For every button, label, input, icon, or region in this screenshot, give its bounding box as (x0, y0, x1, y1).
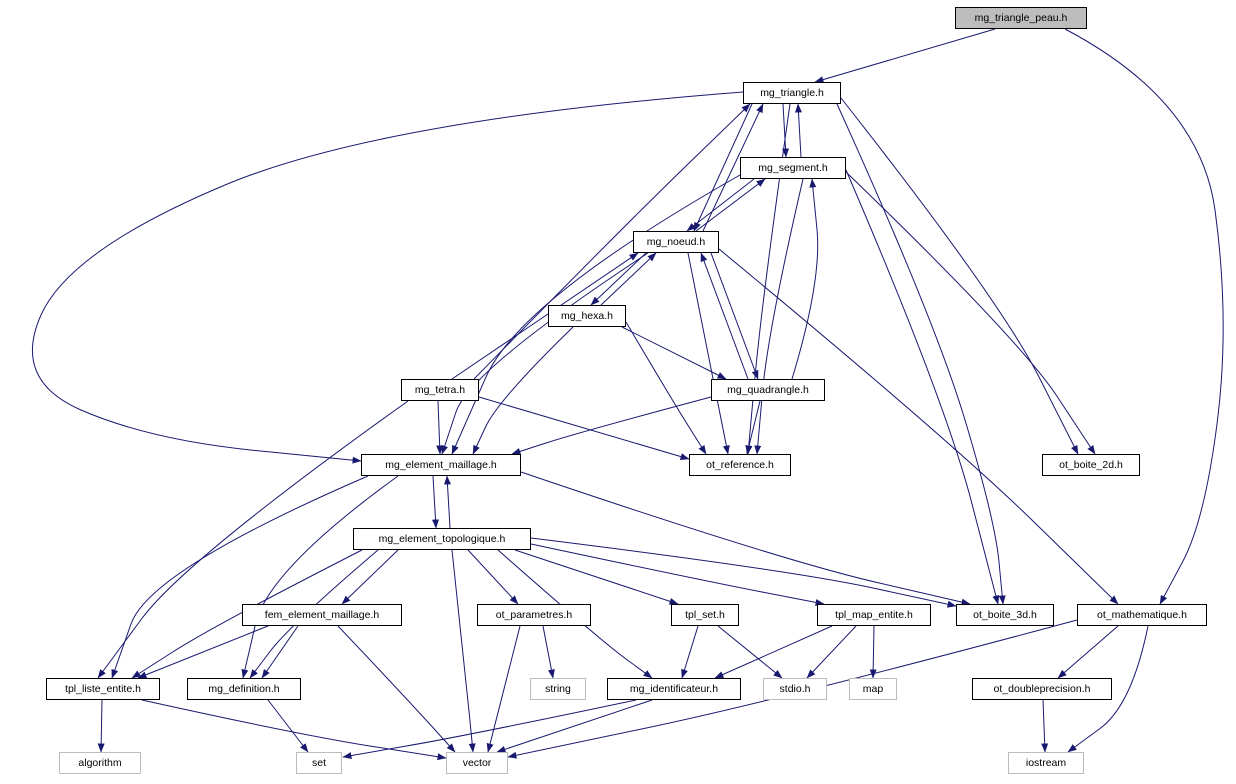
node-algorithm: algorithm (59, 752, 141, 774)
edge-mg_noeud-mg_element_maillage (441, 252, 649, 455)
edge-mg_element_topologique-mg_identificateur (497, 549, 653, 679)
edge-mg_tetra-tpl_liste_entite (97, 400, 409, 679)
edge-mg_triangle_peau-ot_mathematique (1064, 28, 1224, 605)
edge-ot_parametres-vector (486, 625, 521, 753)
edge-mg_triangle-mg_noeud (693, 103, 753, 232)
edge-ot_parametres-string (542, 625, 555, 679)
node-ot_doubleprecision[interactable]: ot_doubleprecision.h (972, 678, 1112, 700)
node-tpl_map_entite[interactable]: tpl_map_entite.h (817, 604, 931, 626)
edge-mg_noeud-ot_reference (687, 252, 730, 455)
node-mg_definition[interactable]: mg_definition.h (187, 678, 301, 700)
edge-fem_element_maillage-vector (337, 625, 456, 753)
edge-mg_triangle-ot_boite_3d (836, 103, 1006, 605)
node-mg_element_maillage[interactable]: mg_element_maillage.h (361, 454, 521, 476)
node-stdio: stdio.h (763, 678, 827, 700)
edge-mg_tetra-mg_element_maillage (436, 400, 444, 455)
edge-mg_noeud-mg_segment (695, 178, 766, 232)
edge-mg_tetra-mg_noeud (451, 252, 639, 380)
edge-mg_element_topologique-fem_element_maillage (341, 549, 399, 605)
node-mg_noeud[interactable]: mg_noeud.h (633, 231, 719, 253)
edge-tpl_set-mg_identificateur (681, 625, 699, 679)
node-mg_element_topologique[interactable]: mg_element_topologique.h (353, 528, 531, 550)
node-iostream: iostream (1008, 752, 1084, 774)
edge-ot_doubleprecision-iostream (1041, 699, 1049, 753)
edge-mg_identificateur-set (342, 699, 637, 759)
edge-mg_segment-mg_element_maillage (451, 174, 741, 455)
node-set: set (296, 752, 342, 774)
edge-mg_identificateur-vector (496, 699, 653, 753)
node-mg_tetra[interactable]: mg_tetra.h (401, 379, 479, 401)
edge-mg_element_topologique-tpl_liste_entite (131, 549, 363, 679)
node-string: string (530, 678, 586, 700)
edge-mg_tetra-ot_reference (478, 396, 690, 460)
edge-mg_segment-mg_triangle (794, 103, 802, 158)
edge-mg_element_maillage-tpl_liste_entite (111, 475, 369, 679)
edge-mg_element_topologique-tpl_map_entite (530, 543, 825, 606)
edge-tpl_liste_entite-vector (141, 699, 447, 761)
edge-fem_element_maillage-mg_definition (261, 625, 299, 679)
edge-mg_quadrangle-ot_reference (745, 400, 761, 455)
node-mg_triangle_peau: mg_triangle_peau.h (955, 7, 1087, 29)
edge-mg_triangle-ot_reference (745, 103, 791, 455)
edge-mg_quadrangle-mg_noeud (700, 252, 749, 380)
edge-mg_quadrangle-mg_segment (791, 178, 819, 380)
edge-tpl_map_entite-mg_identificateur (714, 625, 833, 679)
edge-tpl_map_entite-stdio (806, 625, 857, 679)
edge-mg_triangle-mg_element_maillage (32, 91, 744, 464)
edge-mg_noeud-mg_quadrangle (710, 252, 759, 380)
edge-mg_element_maillage-mg_element_topologique (432, 475, 440, 529)
edge-mg_hexa-ot_reference (625, 321, 707, 455)
edge-tpl_set-stdio (717, 625, 783, 679)
edge-mg_element_topologique-tpl_set (514, 549, 679, 605)
node-mg_hexa[interactable]: mg_hexa.h (548, 305, 626, 327)
node-mg_triangle[interactable]: mg_triangle.h (743, 82, 841, 104)
node-tpl_set[interactable]: tpl_set.h (671, 604, 739, 626)
node-map: map (849, 678, 897, 700)
edge-mg_noeud-mg_hexa (590, 252, 647, 306)
node-vector: vector (446, 752, 508, 774)
edge-ot_mathematique-ot_doubleprecision (1057, 625, 1119, 679)
node-ot_reference[interactable]: ot_reference.h (689, 454, 791, 476)
edge-mg_hexa-mg_quadrangle (621, 326, 727, 380)
edge-mg_quadrangle-mg_element_maillage (511, 396, 712, 455)
edge-tpl_map_entite-map (869, 625, 877, 679)
edge-mg_segment-ot_boite_2d (845, 171, 1096, 455)
edge-mg_element_topologique-ot_parametres (467, 549, 519, 605)
edge-fem_element_maillage-tpl_liste_entite (137, 625, 269, 679)
edge-mg_hexa-mg_element_maillage (472, 326, 574, 455)
node-mg_quadrangle[interactable]: mg_quadrangle.h (711, 379, 825, 401)
node-ot_mathematique[interactable]: ot_mathematique.h (1077, 604, 1207, 626)
node-ot_boite_3d[interactable]: ot_boite_3d.h (956, 604, 1054, 626)
edge-mg_segment-ot_reference (754, 178, 804, 455)
edge-mg_element_topologique-mg_element_maillage (443, 475, 451, 529)
edge-mg_tetra-mg_triangle (473, 103, 751, 380)
edge-mg_hexa-mg_noeud (600, 252, 657, 306)
node-mg_segment[interactable]: mg_segment.h (740, 157, 846, 179)
edge-mg_noeud-mg_triangle (702, 103, 764, 232)
edge-mg_definition-set (267, 699, 309, 753)
edge-mg_element_topologique-vector (451, 549, 476, 753)
edge-mg_triangle-ot_boite_2d (840, 97, 1079, 455)
node-ot_parametres[interactable]: ot_parametres.h (477, 604, 591, 626)
edge-mg_element_maillage-ot_boite_3d (520, 471, 971, 606)
edge-mg_segment-mg_noeud (686, 178, 755, 232)
node-mg_identificateur[interactable]: mg_identificateur.h (607, 678, 741, 700)
node-fem_element_maillage[interactable]: fem_element_maillage.h (242, 604, 402, 626)
node-tpl_liste_entite[interactable]: tpl_liste_entite.h (46, 678, 160, 700)
edge-ot_mathematique-iostream (1067, 625, 1149, 753)
edge-mg_triangle_peau-mg_triangle (814, 28, 996, 83)
edge-group (32, 28, 1224, 761)
edge-mg_noeud-ot_mathematique (718, 248, 1119, 605)
node-ot_boite_2d[interactable]: ot_boite_2d.h (1042, 454, 1140, 476)
edge-mg_element_topologique-ot_boite_3d (530, 537, 957, 608)
edge-mg_triangle-mg_segment (782, 103, 790, 158)
edge-tpl_liste_entite-algorithm (97, 699, 105, 753)
edge-mg_segment-ot_boite_3d (845, 169, 1000, 605)
